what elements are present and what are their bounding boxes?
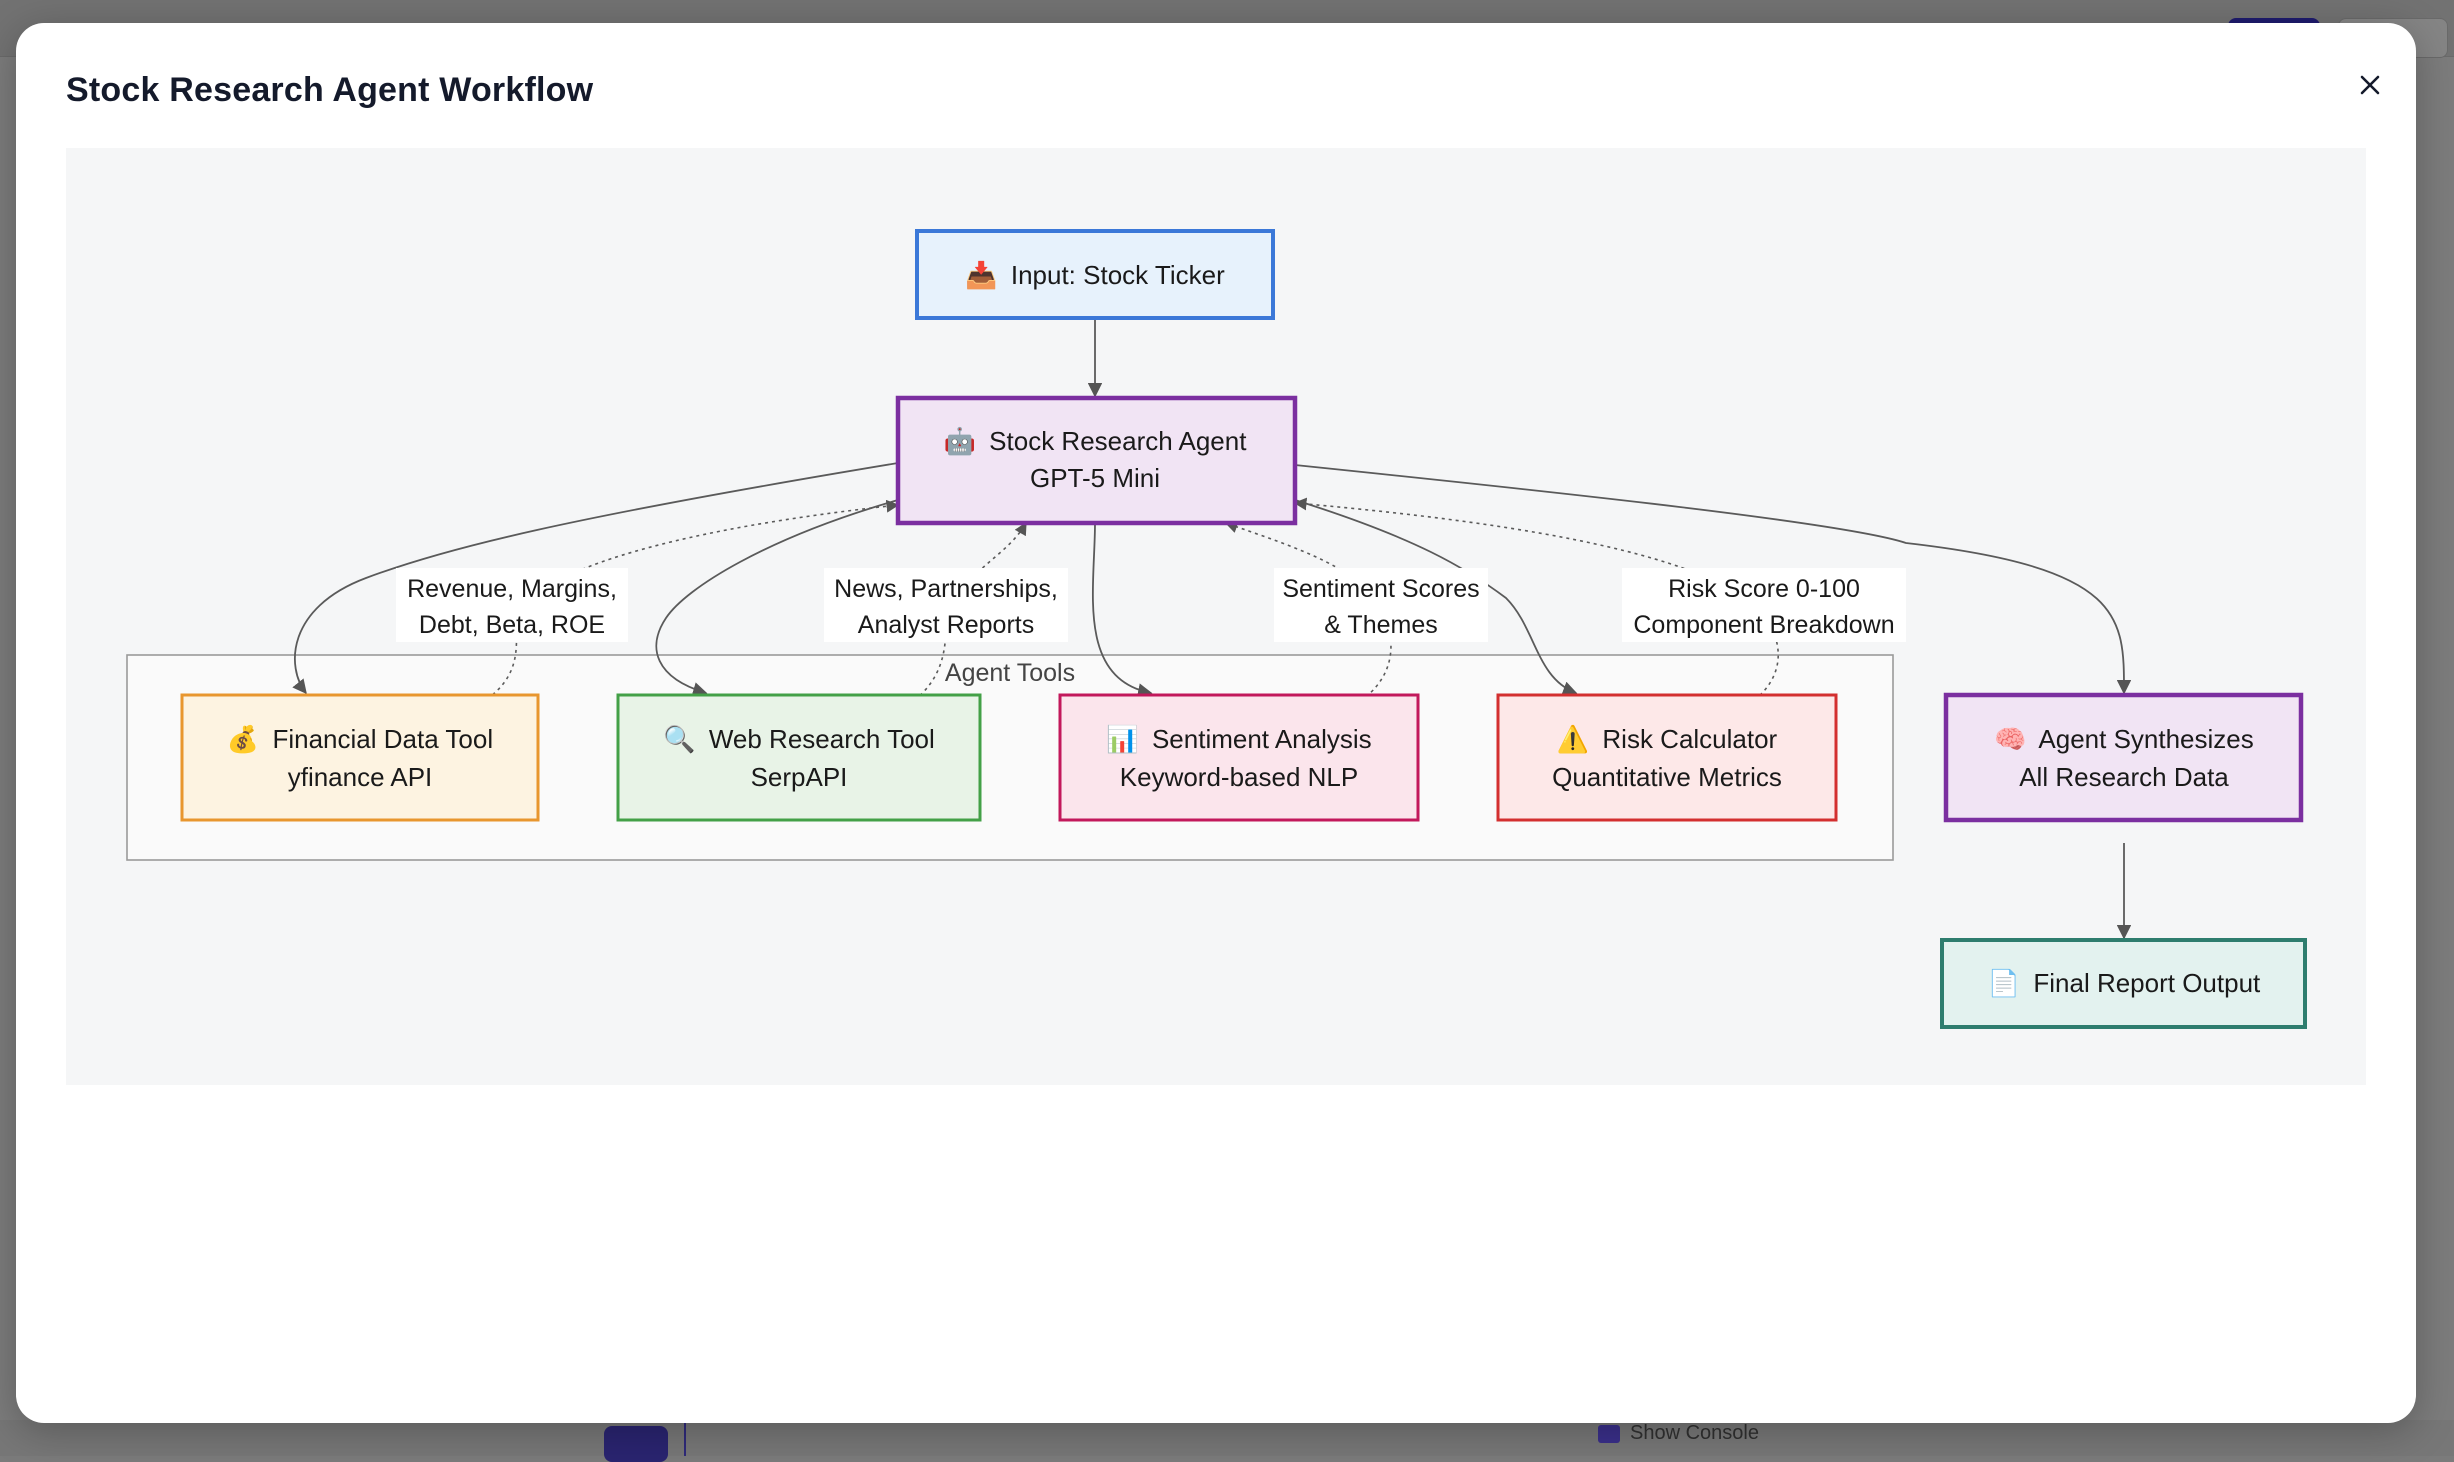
- node-financial: 💰 Financial Data Tool yfinance API: [180, 693, 540, 822]
- edge-label-web: News, Partnerships, Analyst Reports: [824, 568, 1068, 642]
- document-icon: 📄: [1988, 968, 2020, 998]
- node-web: 🔍 Web Research Tool SerpAPI: [616, 693, 982, 822]
- svg-text:Risk Score 0-100: Risk Score 0-100: [1668, 575, 1860, 603]
- node-agent: 🤖 Stock Research Agent GPT-5 Mini: [895, 395, 1298, 526]
- node-web-text-2: SerpAPI: [751, 762, 848, 792]
- node-report-box: [1940, 938, 2307, 1029]
- robot-icon: 🤖: [944, 426, 976, 456]
- node-risk-box: [1496, 693, 1838, 822]
- node-web-box: [616, 693, 982, 822]
- bar-chart-icon: 📊: [1106, 724, 1138, 754]
- edge-agent-risk: [1294, 499, 1578, 696]
- modal-title: Stock Research Agent Workflow: [66, 71, 594, 109]
- node-synthesize-text-1: 🧠 Agent Synthesizes: [1994, 724, 2254, 754]
- node-financial-box: [180, 693, 540, 822]
- workflow-modal: Stock Research Agent Workflow Agent Tool…: [16, 23, 2416, 1423]
- svg-text:Component Breakdown: Component Breakdown: [1633, 611, 1894, 639]
- edge-label-risk: Risk Score 0-100 Component Breakdown: [1622, 568, 1906, 642]
- background-divider: [684, 1400, 686, 1456]
- edge-label-financial: Revenue, Margins, Debt, Beta, ROE: [396, 568, 628, 642]
- background-bottom-bar: [0, 1420, 2454, 1456]
- node-agent-text-1: 🤖 Stock Research Agent: [944, 426, 1248, 456]
- edge-agent-web: [655, 499, 899, 697]
- node-agent-box: [895, 395, 1298, 526]
- node-input-box: [915, 229, 1275, 320]
- node-synthesize: 🧠 Agent Synthesizes All Research Data: [1943, 692, 2304, 823]
- brain-icon: 🧠: [1994, 724, 2026, 754]
- node-financial-text-1: 💰 Financial Data Tool: [227, 724, 493, 755]
- node-agent-text-2: GPT-5 Mini: [1030, 463, 1160, 493]
- node-input-text: 📥 Input: Stock Ticker: [965, 260, 1225, 290]
- console-icon: [1598, 1424, 1620, 1443]
- svg-text:News, Partnerships,: News, Partnerships,: [834, 575, 1058, 603]
- node-risk: ⚠️ Risk Calculator Quantitative Metrics: [1496, 693, 1838, 822]
- edge-label-sentiment: Sentiment Scores & Themes: [1274, 568, 1488, 642]
- node-synthesize-box: [1943, 692, 2304, 823]
- background-show-console: Show Console: [1598, 1422, 1759, 1445]
- edge-financial-return: [455, 499, 900, 716]
- agent-tools-label: Agent Tools: [945, 659, 1075, 687]
- node-risk-text-2: Quantitative Metrics: [1552, 762, 1782, 792]
- edge-agent-financial: [292, 462, 899, 695]
- svg-text:Debt, Beta, ROE: Debt, Beta, ROE: [419, 611, 605, 639]
- svg-text:Revenue, Margins,: Revenue, Margins,: [407, 575, 617, 603]
- node-input: 📥 Input: Stock Ticker: [915, 229, 1275, 320]
- node-sentiment-text-2: Keyword-based NLP: [1120, 762, 1358, 792]
- magnifier-icon: 🔍: [663, 722, 695, 754]
- node-sentiment: 📊 Sentiment Analysis Keyword-based NLP: [1058, 693, 1420, 822]
- node-web-text-1: 🔍 Web Research Tool: [663, 722, 935, 754]
- node-report: 📄 Final Report Output: [1940, 938, 2307, 1029]
- node-report-text: 📄 Final Report Output: [1988, 968, 2261, 998]
- close-button[interactable]: [2348, 63, 2392, 107]
- node-sentiment-box: [1058, 693, 1420, 822]
- edge-agent-sentiment: [1091, 522, 1153, 698]
- background-send-button: [604, 1426, 668, 1462]
- svg-text:& Themes: & Themes: [1324, 611, 1437, 639]
- svg-text:Analyst Reports: Analyst Reports: [858, 611, 1034, 639]
- diagram-panel: Agent Tools Revenue, Marg: [66, 148, 2366, 1085]
- money-bag-icon: 💰: [227, 724, 259, 755]
- edge-agent-synthesize: [1294, 464, 2132, 695]
- node-risk-text-1: ⚠️ Risk Calculator: [1557, 724, 1778, 754]
- inbox-tray-icon: 📥: [965, 260, 997, 290]
- edges-solid: [292, 318, 2132, 940]
- workflow-diagram: Agent Tools Revenue, Marg: [126, 229, 2307, 1029]
- node-sentiment-text-1: 📊 Sentiment Analysis: [1106, 724, 1371, 754]
- show-console-label: Show Console: [1630, 1422, 1759, 1444]
- node-synthesize-text-2: All Research Data: [2019, 762, 2229, 792]
- warning-icon: ⚠️: [1557, 724, 1589, 754]
- node-financial-text-2: yfinance API: [288, 762, 433, 792]
- svg-text:Sentiment Scores: Sentiment Scores: [1282, 575, 1479, 603]
- close-icon: [2360, 75, 2380, 95]
